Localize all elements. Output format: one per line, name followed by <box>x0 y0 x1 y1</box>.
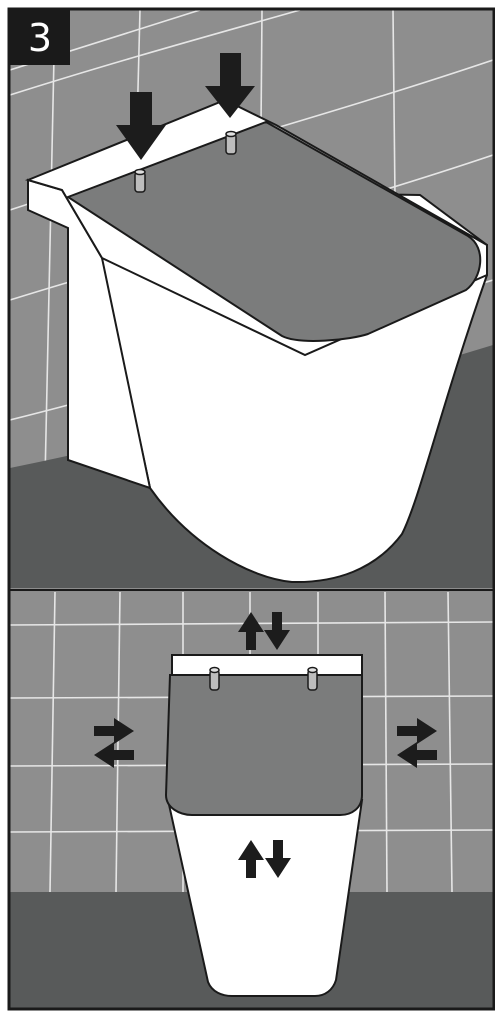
step-number: 3 <box>28 16 52 60</box>
top-panel <box>10 10 493 588</box>
seat-lid <box>166 675 362 815</box>
hinge-pin-right <box>308 668 317 691</box>
bottom-panel <box>10 592 493 1012</box>
hinge-pin-left <box>135 170 145 193</box>
hinge-pin-left <box>210 668 219 691</box>
step-badge: 3 <box>10 10 70 65</box>
hinge-pin-right <box>226 132 236 155</box>
